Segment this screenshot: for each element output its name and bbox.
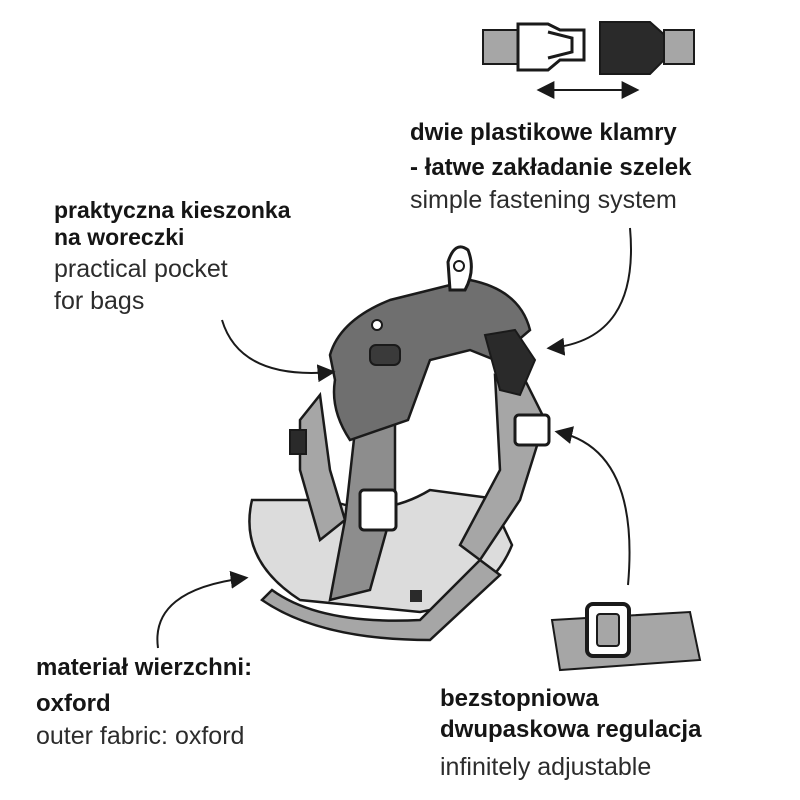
material-callout-arrow: [156, 570, 249, 649]
buckle-pair-icon: [482, 21, 695, 99]
adjust-callout-arrow: [554, 426, 631, 586]
adjust-label: bezstopniowa dwupaskowa regulacja infini…: [440, 683, 701, 782]
pocket-callout-arrow: [221, 319, 336, 383]
adjust-label-en: infinitely adjustable: [440, 753, 652, 782]
buckle-label-pl: dwie plastikowe klamry - łatwe zakładani…: [410, 119, 692, 181]
adjust-label-pl: bezstopniowa dwupaskowa regulacja: [440, 685, 702, 744]
adjuster-slider-icon: [550, 602, 702, 672]
buckle-label-en: simple fastening system: [410, 185, 677, 214]
callout-arrows: [156, 227, 632, 649]
pocket-label-pl: praktyczna kieszonka na woreczki: [54, 197, 291, 250]
material-label: materiał wierzchni: oxford outer fabric:…: [36, 650, 252, 751]
buckle-callout-arrow: [546, 227, 632, 356]
material-label-en: outer fabric: oxford: [36, 722, 245, 750]
pocket-label: praktyczna kieszonka na woreczki practic…: [54, 197, 291, 317]
material-label-pl: materiał wierzchni: oxford: [36, 654, 253, 717]
pocket-label-en: practical pocket for bags: [54, 255, 228, 315]
buckle-label: dwie plastikowe klamry - łatwe zakładani…: [410, 116, 691, 215]
dog-harness: [248, 245, 551, 642]
